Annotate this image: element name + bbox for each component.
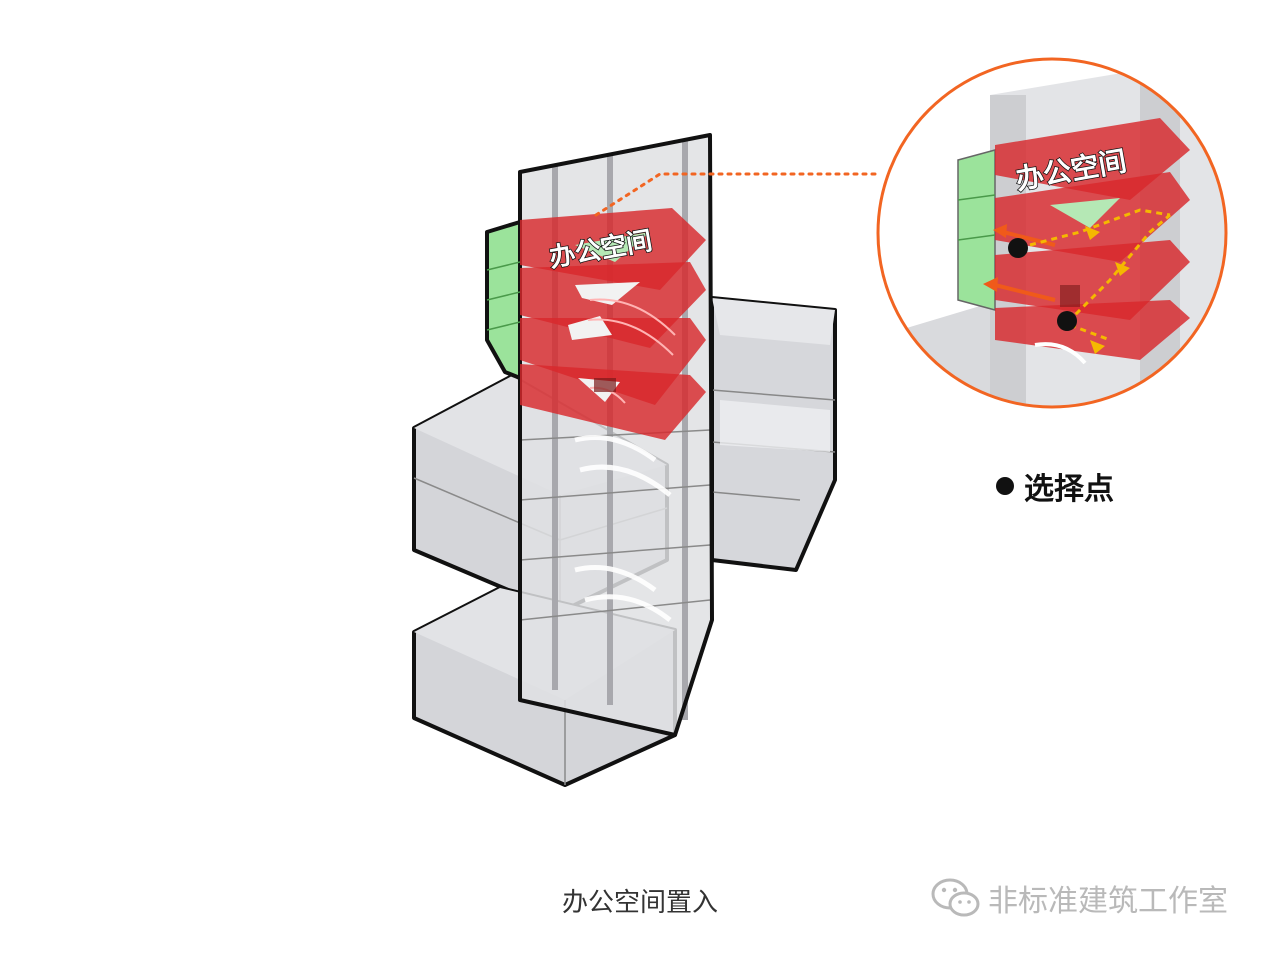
zoom-detail-circle: 办公空间 <box>876 57 1228 409</box>
watermark: 非标准建筑工作室 <box>930 876 1228 920</box>
zoom-leader-line <box>594 172 882 217</box>
right-glass-block <box>710 296 837 572</box>
legend-label: 选择点 <box>1024 472 1114 507</box>
green-volume <box>485 220 522 380</box>
office-floors <box>520 208 706 440</box>
wechat-icon <box>931 878 980 917</box>
black-dot-icon <box>996 477 1014 495</box>
selection-point-marker <box>1008 238 1028 258</box>
figure-caption: 办公空间置入 <box>561 888 718 918</box>
selection-point-marker <box>1057 311 1077 331</box>
legend: 选择点 <box>996 464 1114 508</box>
watermark-text: 非标准建筑工作室 <box>988 884 1228 919</box>
building-model: 办公空间 <box>412 133 882 787</box>
